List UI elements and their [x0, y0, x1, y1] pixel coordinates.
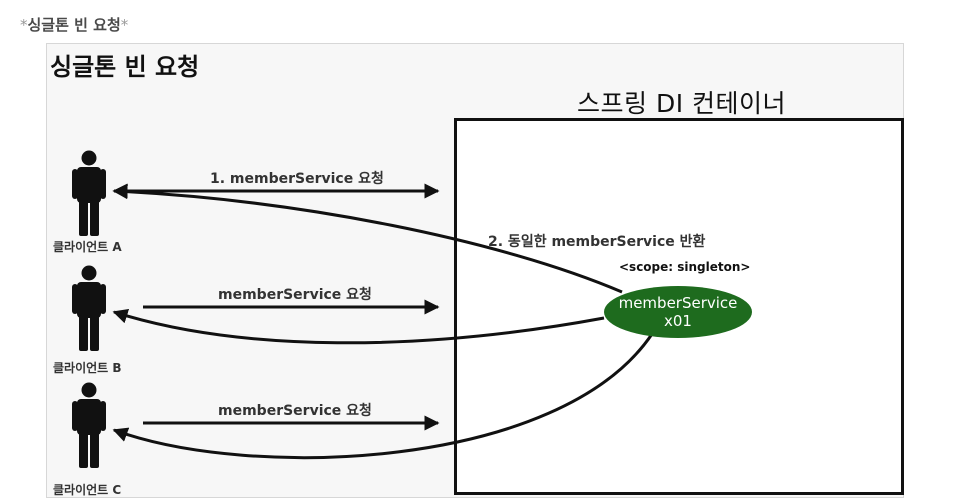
person-icon-client-a [72, 150, 106, 236]
person-icon-client-b [72, 265, 106, 351]
client-c-label: 클라이언트 C [53, 483, 122, 497]
client-b-label: 클라이언트 B [53, 361, 122, 375]
bean-name: memberService [618, 294, 738, 312]
request-label-client-c: memberService 요청 [218, 403, 372, 419]
return-arrow-client-c [112, 333, 654, 460]
request-label-client-b: memberService 요청 [218, 287, 372, 303]
slide-title: 싱글톤 빈 요청 [50, 53, 200, 81]
caption-text: 싱글톤 빈 요청 [27, 16, 121, 34]
singleton-bean-node: memberService x01 [604, 286, 752, 338]
caption-star-left: * [20, 16, 28, 34]
document-caption: *싱글톤 빈 요청* [20, 14, 128, 35]
caption-star-right: * [120, 16, 129, 34]
return-arrow-client-b [112, 308, 605, 345]
return-arrow-client-a [112, 184, 623, 294]
scope-label: <scope: singleton> [619, 260, 751, 274]
return-label: 2. 동일한 memberService 반환 [488, 234, 706, 250]
bean-instance: x01 [664, 312, 692, 330]
container-title: 스프링 DI 컨테이너 [577, 89, 787, 118]
client-a-label: 클라이언트 A [53, 240, 122, 254]
person-icon-client-c [72, 382, 106, 468]
request-label-client-a: 1. memberService 요청 [210, 171, 384, 187]
